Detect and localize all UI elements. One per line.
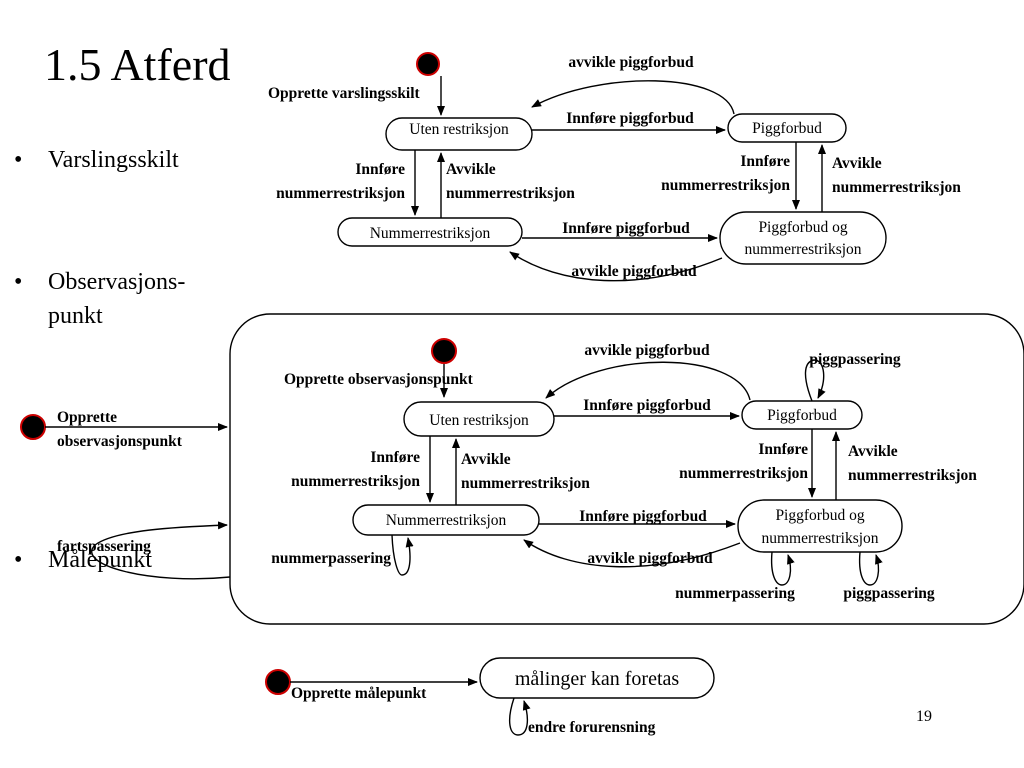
transition-label: nummerrestriksjon: [276, 185, 405, 202]
bullet-text: Varslingsskilt: [48, 147, 179, 173]
transition-label: Innføre: [758, 441, 808, 458]
labels-middle: Uten restriksjon Piggforbud Nummerrestri…: [57, 342, 977, 602]
bullet-dot: •: [14, 547, 23, 573]
edge-nummerpassering-right: [770, 551, 795, 586]
state-uten-restriksjon: [403, 401, 555, 437]
transition-label: nummerrestriksjon: [848, 467, 977, 484]
transition-label: Opprette: [57, 409, 117, 426]
transition-label: nummerrestriksjon: [679, 465, 808, 482]
state-label: målinger kan foretas: [515, 668, 680, 690]
transition-label: fartspassering: [57, 538, 151, 555]
transition-label: observasjonspunkt: [57, 433, 183, 450]
initial-state-inner: [431, 338, 457, 364]
transition-label: Innføre piggforbud: [566, 110, 694, 127]
state-label: Piggforbud og: [758, 219, 847, 236]
transition-label: Opprette målepunkt: [291, 685, 427, 702]
edge-piggpassering-top: [804, 359, 826, 402]
transition-label: Avvikle: [446, 161, 496, 178]
bullet-text: Målepunkt: [48, 547, 152, 573]
transition-label: nummerrestriksjon: [461, 475, 590, 492]
diagram-observasjonspunkt: [20, 313, 1024, 625]
state-piggforbud-og-nummer: [737, 499, 903, 553]
edge-fartspassering: [91, 521, 231, 580]
slide-title: 1.5 Atferd: [44, 39, 231, 90]
state-label: Uten restriksjon: [409, 121, 509, 138]
state-piggforbud: [727, 113, 847, 143]
state-label: Nummerrestriksjon: [386, 512, 507, 529]
state-malinger: [479, 657, 715, 699]
initial-state-top: [416, 52, 440, 76]
initial-state-malepunkt: [265, 669, 291, 695]
state-piggforbud: [741, 400, 863, 430]
transition-label: avvikle piggforbud: [584, 342, 710, 359]
edge-avvikle-pigg-bottom: [509, 251, 723, 282]
transition-label: Innføre: [355, 161, 405, 178]
state-label: Piggforbud og: [775, 507, 864, 524]
transition-label: piggpassering: [809, 351, 901, 368]
edge-avvikle-pigg-top: [545, 361, 751, 401]
transition-label: Avvikle: [461, 451, 511, 468]
diagram-varslingsskilt: [337, 52, 887, 282]
transition-label: Innføre piggforbud: [579, 508, 707, 525]
state-label: nummerrestriksjon: [744, 241, 861, 258]
bullet-dot: •: [14, 269, 23, 295]
transition-label: nummerrestriksjon: [661, 177, 790, 194]
transition-label: avvikle piggforbud: [587, 550, 713, 567]
transition-label: Opprette observasjonspunkt: [284, 371, 474, 388]
transition-label: nummerpassering: [271, 550, 391, 567]
bullet-text-cont: punkt: [48, 303, 103, 329]
labels-top: Uten restriksjon Piggforbud Nummerrestri…: [268, 54, 961, 280]
edge-avvikle-pigg-top: [531, 80, 735, 115]
transition-label: Avvikle: [848, 443, 898, 460]
page-number: 19: [916, 708, 932, 725]
state-label: Piggforbud: [752, 120, 822, 137]
state-label: Piggforbud: [767, 407, 837, 424]
state-nummerrestriksjon: [352, 504, 540, 536]
transition-label: avvikle piggforbud: [568, 54, 694, 71]
edge-endre-forurensning: [508, 697, 531, 736]
transition-label: endre forurensning: [528, 719, 656, 736]
transition-label: Avvikle: [832, 155, 882, 172]
transition-label: nummerrestriksjon: [832, 179, 961, 196]
edge-piggpassering-bottom: [858, 551, 883, 586]
transition-label: Innføre: [370, 449, 420, 466]
transition-label: Opprette varslingsskilt: [268, 85, 421, 102]
state-label: Uten restriksjon: [429, 412, 529, 429]
edge-nummerpassering-left: [391, 534, 414, 576]
transition-label: nummerrestriksjon: [446, 185, 575, 202]
state-label: Nummerrestriksjon: [370, 225, 491, 242]
composite-state-box: [229, 313, 1024, 625]
edge-avvikle-pigg-bottom: [523, 539, 741, 568]
labels-bottom: målinger kan foretas Opprette målepunkt …: [291, 668, 679, 736]
initial-state-outer: [20, 414, 46, 440]
state-piggforbud-og-nummer: [719, 211, 887, 265]
bullet-dot: •: [14, 147, 23, 173]
diagram-malepunkt: [265, 657, 715, 736]
transition-label: nummerpassering: [675, 585, 795, 602]
transition-label: Innføre: [740, 153, 790, 170]
transition-label: nummerrestriksjon: [291, 473, 420, 490]
transition-label: avvikle piggforbud: [571, 263, 697, 280]
state-nummerrestriksjon: [337, 217, 523, 247]
state-label: nummerrestriksjon: [761, 530, 878, 547]
state-uten-restriksjon: [385, 117, 533, 151]
transition-label: piggpassering: [843, 585, 935, 602]
transition-label: Innføre piggforbud: [583, 397, 711, 414]
transition-label: Innføre piggforbud: [562, 220, 690, 237]
bullet-text: Observasjons-: [48, 269, 186, 295]
